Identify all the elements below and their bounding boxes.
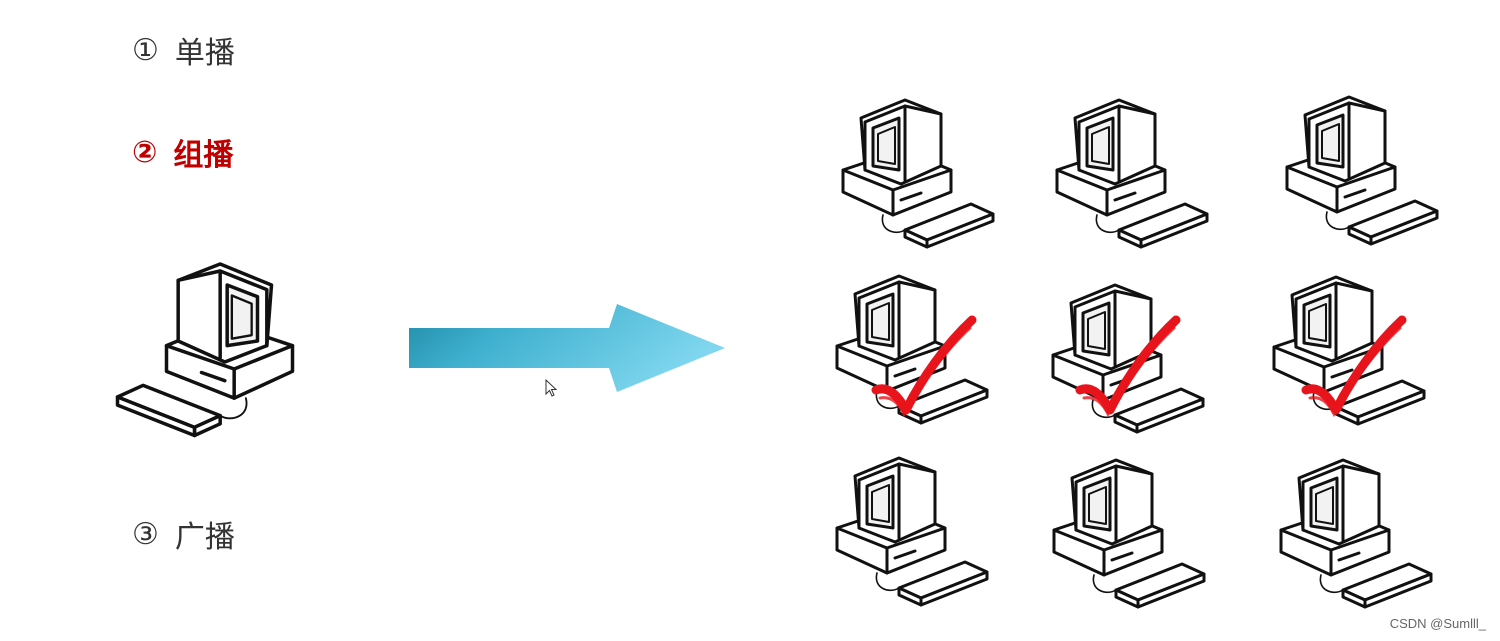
arrow-right-icon: [405, 302, 727, 398]
source-computer: [115, 264, 295, 439]
label-broadcast-text: 广播: [174, 520, 235, 555]
watermark: CSDN @Sumlll_: [1389, 616, 1486, 631]
computer-icon: [1052, 458, 1206, 609]
computer-icon: [115, 264, 295, 439]
label-multicast: ② 组播: [132, 130, 233, 174]
number-marker-3: ③: [132, 516, 159, 552]
receiver-computer-r1-c1: [841, 98, 995, 250]
receiver-computer-r1-c3: [1285, 95, 1439, 247]
receiver-computer-r3-c2: [1052, 458, 1206, 610]
receiver-computer-r3-c3: [1279, 458, 1433, 610]
label-unicast: ① 单播: [132, 28, 235, 72]
computer-icon: [1279, 458, 1433, 609]
number-marker-2: ②: [132, 134, 158, 170]
label-multicast-text: 组播: [173, 138, 234, 173]
label-unicast-text: 单播: [174, 36, 235, 71]
receiver-computer-r1-c2: [1055, 98, 1209, 250]
number-marker-1: ①: [132, 32, 159, 68]
mouse-cursor-icon: [545, 378, 559, 403]
computer-icon: [835, 456, 989, 607]
receiver-computer-r3-c1: [835, 456, 989, 608]
check-icon: [1301, 315, 1407, 418]
check-icon: [1075, 315, 1181, 418]
label-broadcast: ③ 广播: [132, 512, 235, 556]
computer-icon: [1285, 95, 1439, 246]
computer-icon: [1055, 98, 1209, 249]
check-icon: [871, 315, 977, 418]
computer-icon: [841, 98, 995, 249]
